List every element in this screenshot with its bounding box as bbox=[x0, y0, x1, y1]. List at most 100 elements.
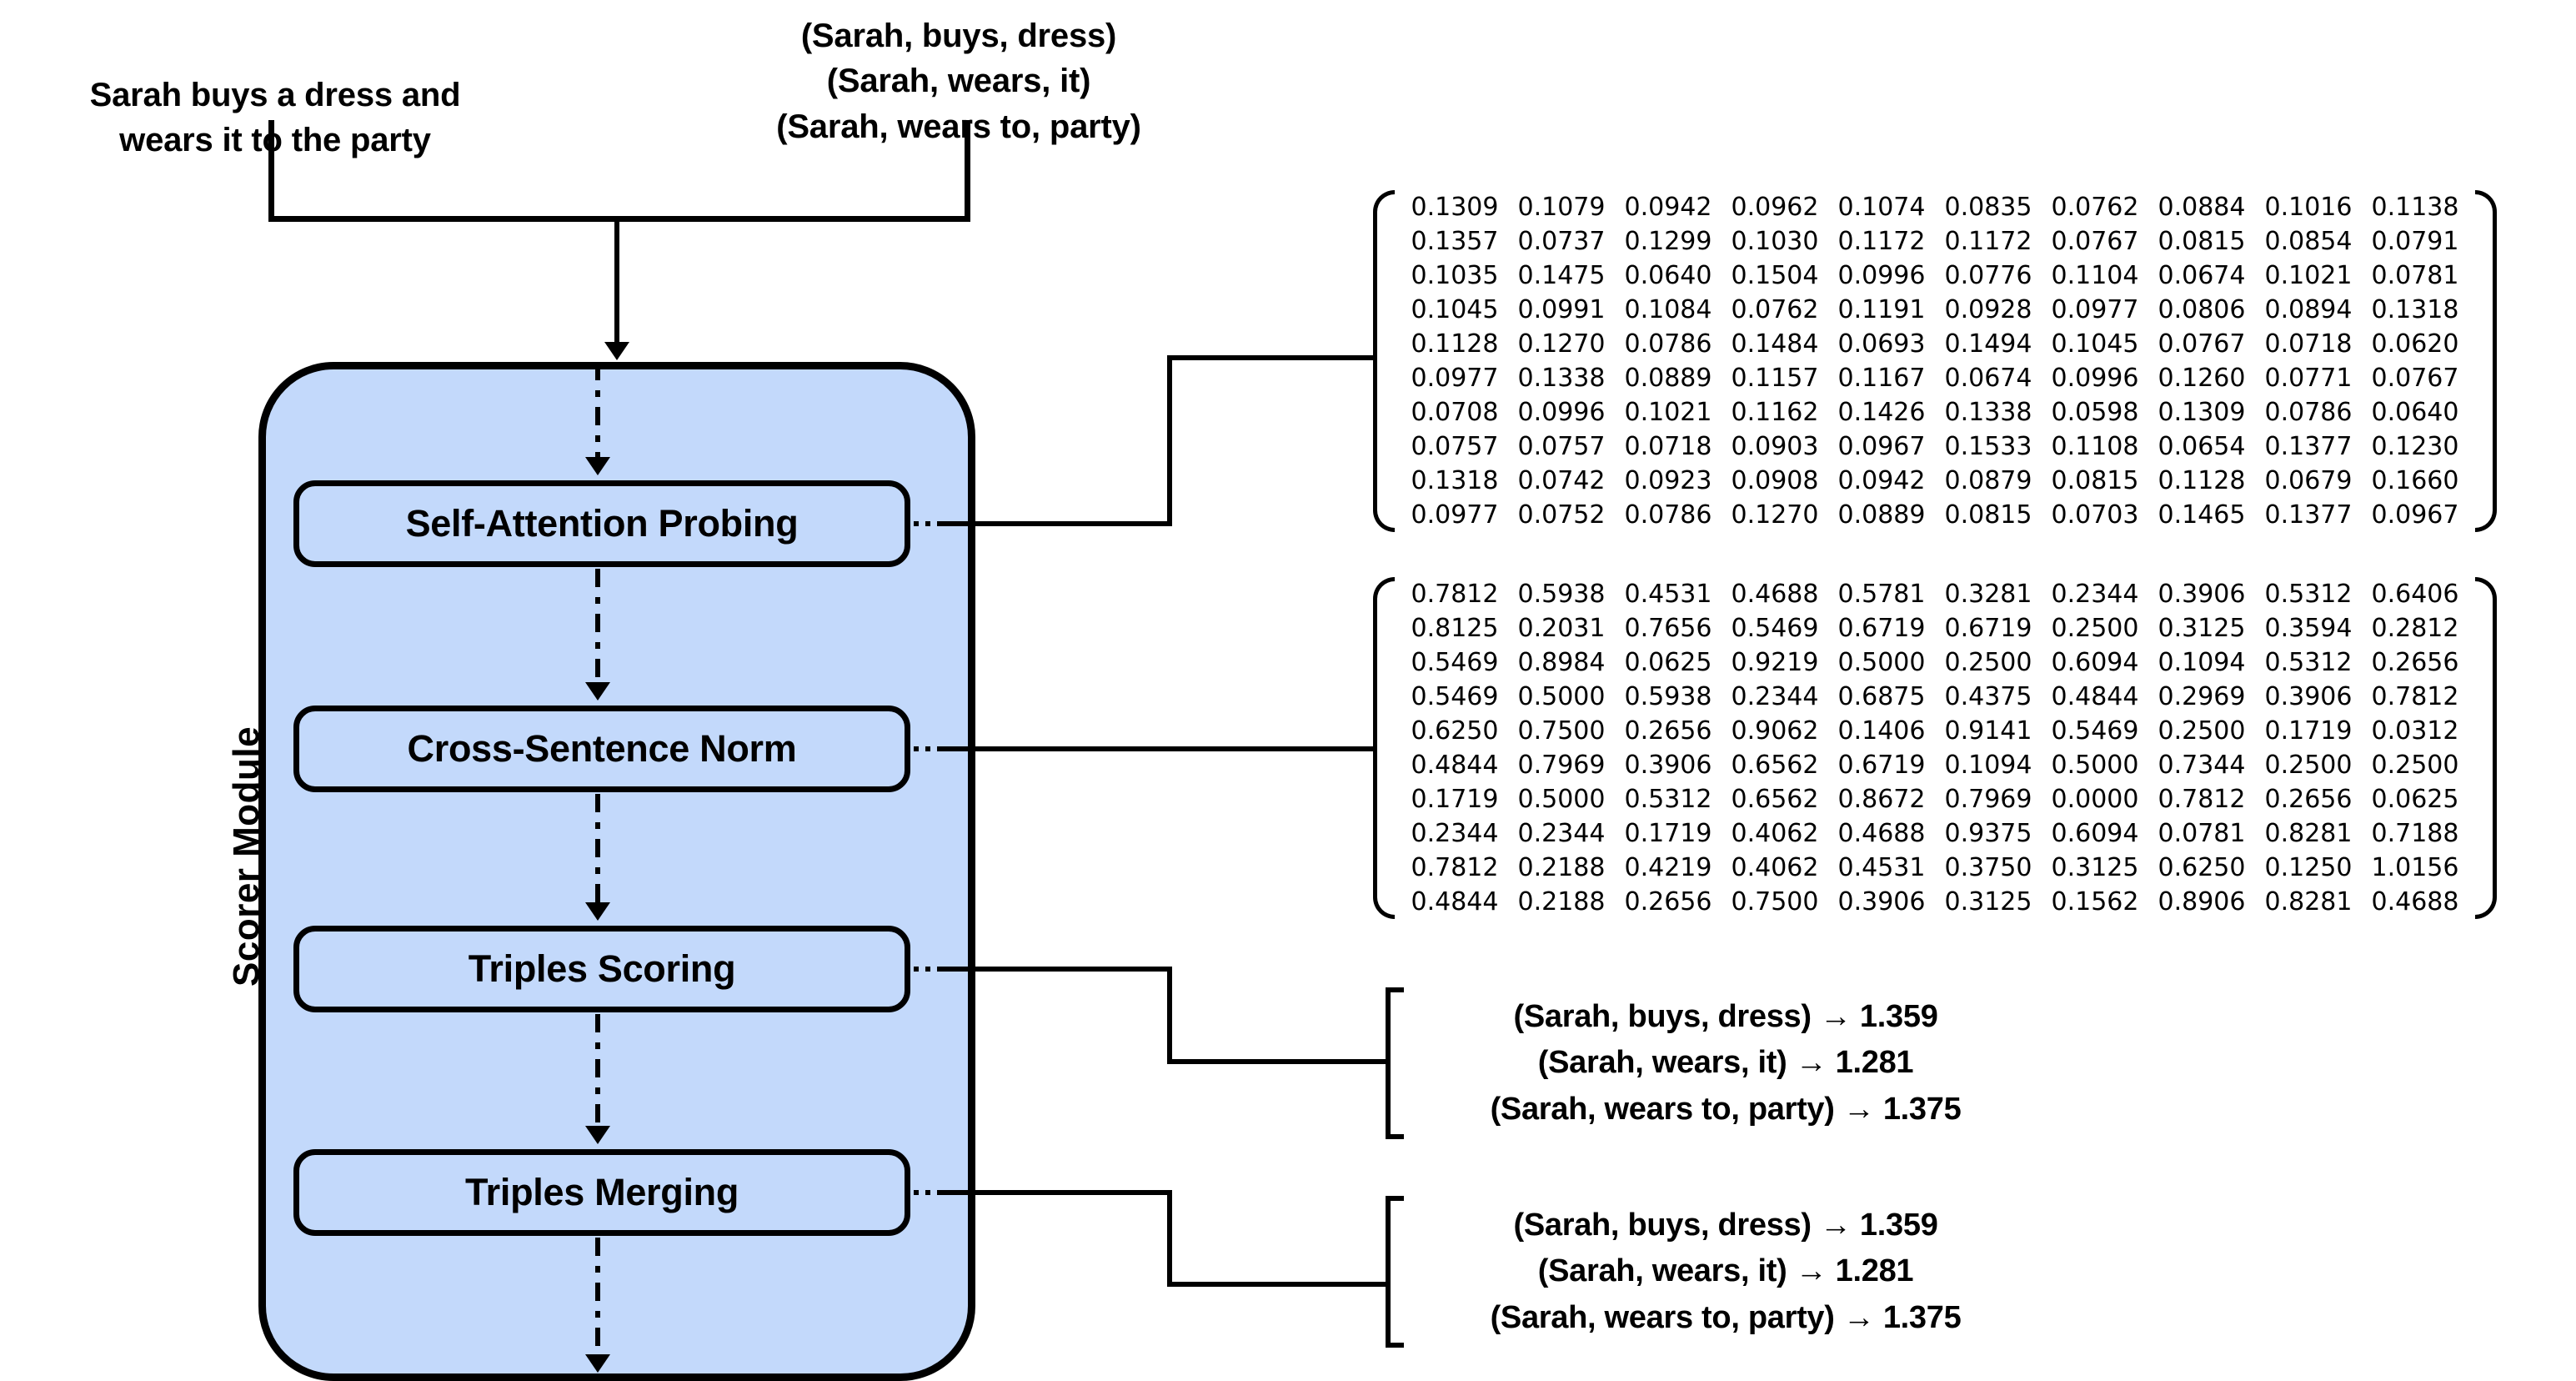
matrix-bracket-right-icon bbox=[2475, 190, 2497, 532]
matrix-cell: 0.1074 bbox=[1837, 192, 1926, 222]
matrix-cell: 0.0854 bbox=[2264, 226, 2353, 256]
matrix-cell: 0.0312 bbox=[2371, 716, 2459, 746]
matrix-cell: 0.0967 bbox=[1837, 431, 1926, 461]
matrix-cell: 0.1108 bbox=[2051, 431, 2139, 461]
matrix-bracket-left-icon bbox=[1373, 577, 1395, 919]
matrix-cell: 0.0996 bbox=[1837, 260, 1926, 290]
matrix-row: 0.7812 0.5938 0.4531 0.4688 0.5781 0.328… bbox=[1401, 577, 2468, 611]
matrix-cell: 0.7812 bbox=[2158, 784, 2246, 814]
matrix-cell: 0.8984 bbox=[1517, 647, 1606, 677]
matrix-cell: 1.0156 bbox=[2371, 852, 2459, 882]
matrix-cell: 0.0703 bbox=[2051, 500, 2139, 530]
matrix-cell: 0.1270 bbox=[1517, 329, 1606, 359]
connector-stage-3-h2 bbox=[1167, 1282, 1386, 1287]
matrix-cell: 0.4688 bbox=[1731, 579, 1819, 609]
matrix-row: 0.0977 0.0752 0.0786 0.1270 0.0889 0.081… bbox=[1401, 498, 2468, 532]
matrix-cell: 0.1660 bbox=[2371, 465, 2459, 495]
matrix-cell: 0.9219 bbox=[1731, 647, 1819, 677]
matrix-cell: 0.1494 bbox=[1944, 329, 2032, 359]
matrix-cell: 0.0767 bbox=[2051, 226, 2139, 256]
matrix-cell: 0.0889 bbox=[1837, 500, 1926, 530]
matrix-cell: 0.0942 bbox=[1624, 192, 1712, 222]
matrix-cell: 0.1562 bbox=[2051, 886, 2139, 916]
matrix-cell: 0.0791 bbox=[2371, 226, 2459, 256]
matrix-cell: 0.7656 bbox=[1624, 613, 1712, 643]
matrix-cell: 0.1138 bbox=[2371, 192, 2459, 222]
matrix-cell: 0.7812 bbox=[2371, 681, 2459, 711]
matrix-cell: 0.7812 bbox=[1411, 579, 1499, 609]
stage-box-self-attention-probing[interactable]: Self-Attention Probing bbox=[293, 480, 910, 567]
matrix-cell: 0.5312 bbox=[1624, 784, 1712, 814]
matrix-cell: 0.3906 bbox=[1837, 886, 1926, 916]
matrix-cell: 0.1719 bbox=[1411, 784, 1499, 814]
matrix-row: 0.4844 0.7969 0.3906 0.6562 0.6719 0.109… bbox=[1401, 748, 2468, 782]
matrix-cell: 0.0640 bbox=[1624, 260, 1712, 290]
matrix-row: 0.5469 0.8984 0.0625 0.9219 0.5000 0.250… bbox=[1401, 645, 2468, 680]
input-triple-2: (Sarah, wears, it) bbox=[826, 63, 1091, 100]
matrix-cell: 0.0752 bbox=[1517, 500, 1606, 530]
stage-label-1: Cross-Sentence Norm bbox=[407, 727, 797, 770]
matrix-row: 0.0757 0.0757 0.0718 0.0903 0.0967 0.153… bbox=[1401, 429, 2468, 464]
matrix-cell: 0.8672 bbox=[1837, 784, 1926, 814]
matrix-cell: 0.0996 bbox=[2051, 363, 2139, 393]
matrix-cell: 0.0908 bbox=[1731, 465, 1819, 495]
matrix-cell: 0.0742 bbox=[1517, 465, 1606, 495]
stage-box-triples-scoring[interactable]: Triples Scoring bbox=[293, 926, 910, 1012]
matrix-cell: 0.7969 bbox=[1944, 784, 2032, 814]
matrix-cell: 0.1377 bbox=[2264, 500, 2353, 530]
matrix-cell: 0.1309 bbox=[2158, 397, 2246, 427]
matrix-cell: 0.2500 bbox=[1944, 647, 2032, 677]
matrix-cell: 0.1172 bbox=[1944, 226, 2032, 256]
matrix-cell: 0.5312 bbox=[2264, 579, 2353, 609]
flow-arrowhead-3 bbox=[585, 1126, 610, 1144]
matrix-cell: 0.1045 bbox=[1411, 294, 1499, 324]
matrix-cell: 0.5938 bbox=[1517, 579, 1606, 609]
matrix-cell: 0.5000 bbox=[2051, 750, 2139, 780]
matrix-cell: 0.0884 bbox=[2158, 192, 2246, 222]
merged-triples-bracket-icon bbox=[1386, 1196, 1404, 1348]
matrix-cell: 0.6250 bbox=[1411, 716, 1499, 746]
matrix-cell: 0.1318 bbox=[1411, 465, 1499, 495]
connector-dots-stage-2 bbox=[914, 967, 942, 972]
matrix-cell: 0.0708 bbox=[1411, 397, 1499, 427]
matrix-cell: 0.2188 bbox=[1517, 886, 1606, 916]
stage-box-triples-merging[interactable]: Triples Merging bbox=[293, 1149, 910, 1236]
matrix-cell: 0.1484 bbox=[1731, 329, 1819, 359]
matrix-cell: 0.1162 bbox=[1731, 397, 1819, 427]
matrix-cell: 0.5781 bbox=[1837, 579, 1926, 609]
matrix-cell: 0.1719 bbox=[1624, 818, 1712, 848]
flow-arrowhead-2 bbox=[585, 902, 610, 921]
matrix-cell: 0.5469 bbox=[1731, 613, 1819, 643]
matrix-row: 0.2344 0.2344 0.1719 0.4062 0.4688 0.937… bbox=[1401, 816, 2468, 851]
matrix-cell: 0.0977 bbox=[1411, 363, 1499, 393]
matrix-cell: 0.2656 bbox=[1624, 716, 1712, 746]
input-arrow-shaft bbox=[614, 216, 619, 345]
matrix-cell: 0.0815 bbox=[2158, 226, 2246, 256]
matrix-cell: 0.6250 bbox=[2158, 852, 2246, 882]
matrix-cell: 0.1406 bbox=[1837, 716, 1926, 746]
flow-arrowhead-1 bbox=[585, 682, 610, 701]
flow-arrow-in-to-stage-0 bbox=[595, 362, 600, 462]
matrix-cell: 0.0718 bbox=[1624, 431, 1712, 461]
matrix-row: 0.5469 0.5000 0.5938 0.2344 0.6875 0.437… bbox=[1401, 680, 2468, 714]
matrix-cell: 0.9375 bbox=[1944, 818, 2032, 848]
matrix-cell: 0.0771 bbox=[2264, 363, 2353, 393]
connector-stage-2-v bbox=[1167, 967, 1172, 1064]
stage-box-cross-sentence-norm[interactable]: Cross-Sentence Norm bbox=[293, 706, 910, 792]
matrix-cell: 0.4688 bbox=[2371, 886, 2459, 916]
matrix-row: 0.1045 0.0991 0.1084 0.0762 0.1191 0.092… bbox=[1401, 293, 2468, 327]
matrix-cell: 0.2812 bbox=[2371, 613, 2459, 643]
matrix-cell: 0.0625 bbox=[1624, 647, 1712, 677]
input-triple-3: (Sarah, wears to, party) bbox=[776, 108, 1141, 145]
matrix-cell: 0.1504 bbox=[1731, 260, 1819, 290]
connector-stage-3-v bbox=[1167, 1190, 1172, 1287]
matrix-cell: 0.7969 bbox=[1517, 750, 1606, 780]
matrix-cell: 0.1299 bbox=[1624, 226, 1712, 256]
matrix-cell: 0.0894 bbox=[2264, 294, 2353, 324]
matrix-cell: 0.1079 bbox=[1517, 192, 1606, 222]
attention-matrix-table: 0.1309 0.1079 0.0942 0.0962 0.1074 0.083… bbox=[1401, 190, 2468, 532]
matrix-cell: 0.4688 bbox=[1837, 818, 1926, 848]
matrix-cell: 0.0962 bbox=[1731, 192, 1819, 222]
matrix-cell: 0.1338 bbox=[1944, 397, 2032, 427]
matrix-row: 0.1719 0.5000 0.5312 0.6562 0.8672 0.796… bbox=[1401, 782, 2468, 816]
